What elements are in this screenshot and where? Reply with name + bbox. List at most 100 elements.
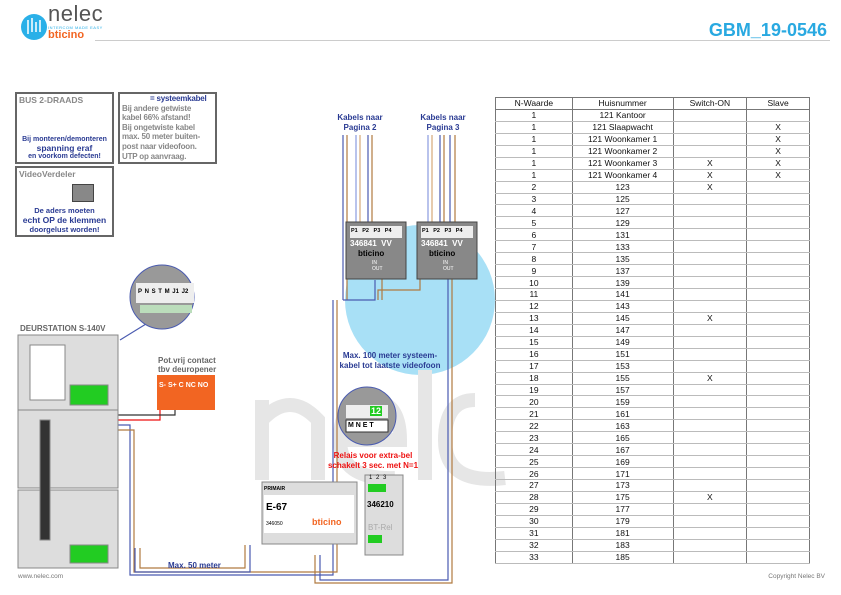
table-cell xyxy=(746,216,810,230)
label-line: Pagina 2 xyxy=(343,123,377,132)
system-cable-line: post naar videofoon. xyxy=(122,141,197,151)
bus-title: BUS 2-DRAADS xyxy=(19,95,84,105)
table-cell xyxy=(746,372,810,385)
table-cell xyxy=(672,276,748,289)
relay-pin: 2 xyxy=(376,475,380,481)
table-cell xyxy=(672,551,748,564)
table-cell: 10 xyxy=(495,276,573,289)
table-cell: 3 xyxy=(495,193,573,206)
table-cell xyxy=(672,384,748,397)
table-cell: 149 xyxy=(571,336,674,349)
table-cell: X xyxy=(672,169,748,182)
video-distributor-1 xyxy=(345,221,407,280)
table-cell: X xyxy=(672,312,748,325)
table-cell: 13 xyxy=(495,312,573,325)
table-cell: 15 xyxy=(495,336,573,349)
logo-nelec: nelec xyxy=(48,1,104,26)
table-cell: 5 xyxy=(495,216,573,230)
table-cell xyxy=(746,527,810,540)
relay-term: 1 xyxy=(371,406,377,416)
logo-icon-bars xyxy=(27,18,41,34)
contact-block xyxy=(157,375,215,410)
table-cell xyxy=(746,252,810,266)
table-cell xyxy=(672,455,748,469)
table-cell xyxy=(672,324,748,337)
table-cell xyxy=(746,360,810,373)
table-cell: 159 xyxy=(571,395,674,409)
contact-term: S+ xyxy=(167,382,177,389)
table-cell xyxy=(672,407,748,421)
table-cell xyxy=(746,300,810,313)
table-cell: 167 xyxy=(571,443,674,457)
logo-tagline: INTERCOM MADE EASY xyxy=(48,25,103,30)
psu-code: 346050 xyxy=(266,521,283,527)
system-cable-box: = systeemkabel Bij andere getwiste kabel… xyxy=(118,92,217,164)
label-line: schakelt 3 sec. met N=1 xyxy=(327,461,419,470)
port-label: P1 xyxy=(351,228,358,234)
table-cell: 121 Kantoor xyxy=(571,109,674,122)
table-cell xyxy=(746,431,810,445)
label-line: Max. 100 meter systeem- xyxy=(342,351,438,360)
table-cell: 161 xyxy=(571,407,674,421)
col-header: Huisnummer xyxy=(571,97,674,110)
table-cell xyxy=(746,479,810,492)
table-cell: 131 xyxy=(571,228,674,242)
power-supply-face xyxy=(264,495,354,533)
table-cell: 121 Woonkamer 1 xyxy=(571,133,674,146)
table-cell: 129 xyxy=(571,216,674,230)
vv1-ports: P1 P2 P3 P4 xyxy=(351,228,392,235)
model-number: 346841 xyxy=(350,239,377,248)
table-cell xyxy=(746,228,810,242)
table-cell: 29 xyxy=(495,503,573,516)
table-cell xyxy=(672,360,748,373)
table-cell: 33 xyxy=(495,551,573,564)
system-cable-line: max. 50 meter buiten- xyxy=(122,132,201,142)
vv1-model: 346841 VV xyxy=(350,239,392,248)
table-cell: 141 xyxy=(571,288,674,301)
table-cell: 1 xyxy=(495,157,573,170)
max-100-label: Max. 100 meter systeem-kabel tot laatste… xyxy=(310,351,470,371)
table-cell: 169 xyxy=(571,455,674,469)
header-divider xyxy=(95,40,830,41)
table-cell: 2 xyxy=(495,181,573,194)
table-cell xyxy=(672,300,748,313)
logo-bticino: bticino xyxy=(48,29,85,41)
relay-terms: 12 xyxy=(370,406,383,416)
table-cell xyxy=(746,348,810,361)
table-cell xyxy=(672,204,748,218)
table-cell: 1 xyxy=(495,169,573,182)
table-cell: 153 xyxy=(571,360,674,373)
max-50-label: Max. 50 meter xyxy=(168,561,221,570)
table-cell: 20 xyxy=(495,395,573,409)
relay-zoom-labels: M N E T xyxy=(348,422,374,429)
table-cell: 12 xyxy=(495,300,573,313)
table-cell xyxy=(746,551,810,564)
out-label: OUT xyxy=(372,266,383,272)
page-title: GBM_19-0546 xyxy=(708,20,827,40)
contact-term: NC xyxy=(185,382,196,389)
relay-pin: 1 xyxy=(369,475,373,481)
table-cell: 22 xyxy=(495,419,573,433)
